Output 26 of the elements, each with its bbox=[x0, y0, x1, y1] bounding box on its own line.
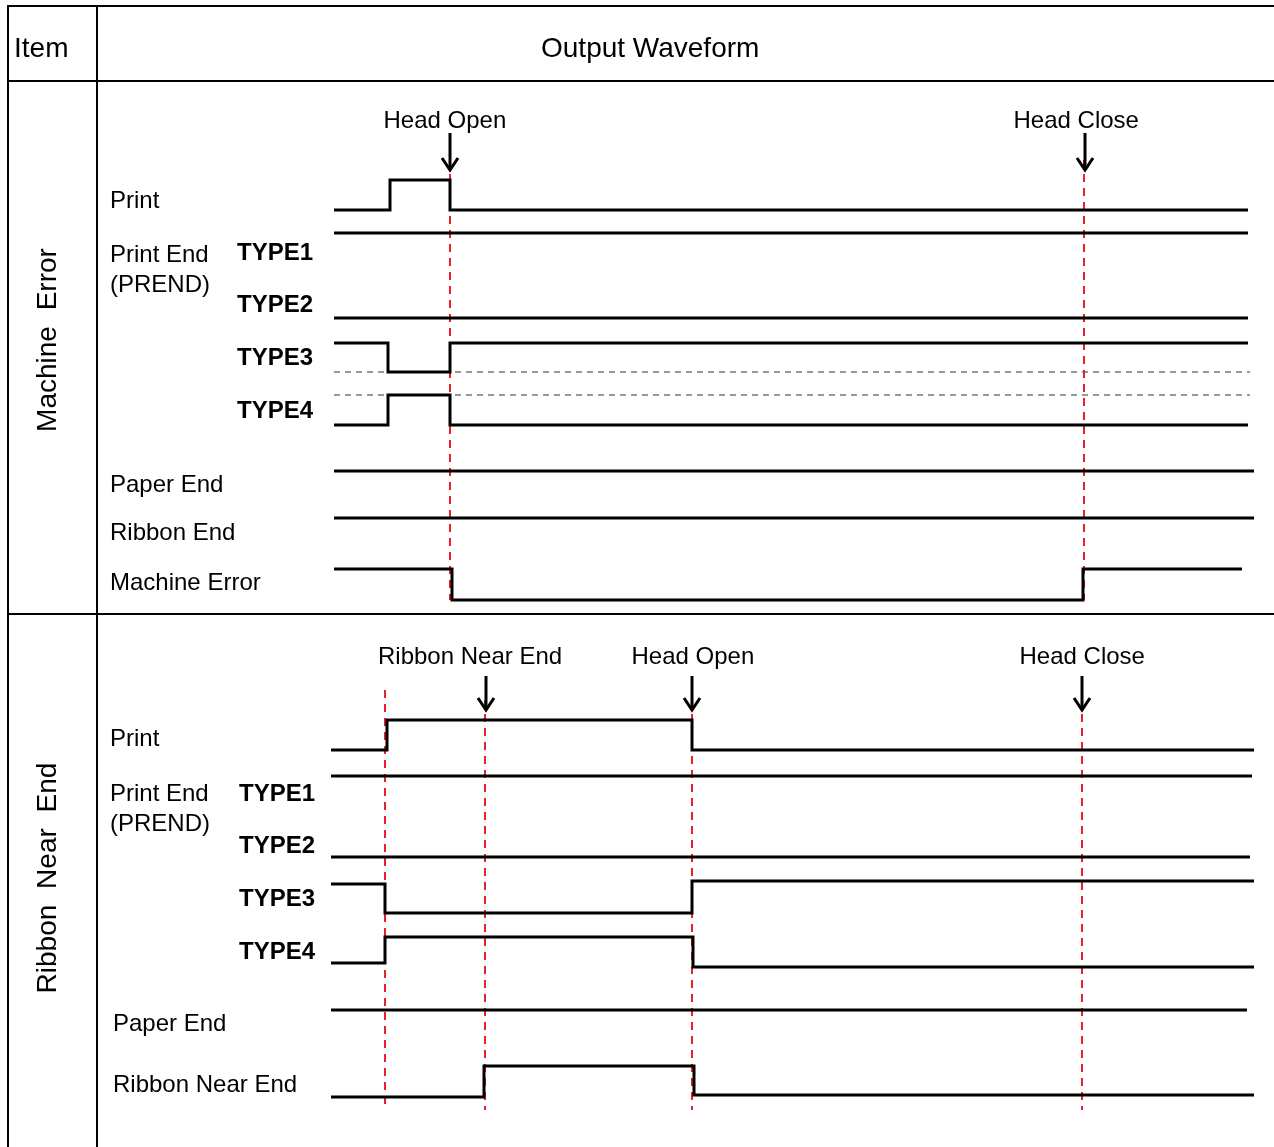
event-label: Ribbon Near End bbox=[378, 641, 563, 671]
signal-label: Print End (PREND) bbox=[110, 778, 211, 838]
event-label: Head Open bbox=[383, 105, 507, 135]
type-label: TYPE2 bbox=[239, 830, 316, 860]
type-label: TYPE3 bbox=[239, 883, 316, 913]
signal-label: Paper End bbox=[113, 1008, 227, 1038]
column-header: Item bbox=[14, 31, 69, 65]
type-label: TYPE2 bbox=[237, 289, 314, 319]
signal-label: Ribbon Near End bbox=[113, 1069, 298, 1099]
event-label: Head Close bbox=[1013, 105, 1139, 135]
type-label: TYPE1 bbox=[239, 778, 316, 808]
signal-label: Machine Error bbox=[110, 567, 261, 597]
event-label: Head Close bbox=[1019, 641, 1145, 671]
signal-label: Print bbox=[110, 723, 160, 753]
type-label: TYPE3 bbox=[237, 342, 314, 372]
column-header: Output Waveform bbox=[541, 31, 760, 65]
event-label: Head Open bbox=[631, 641, 755, 671]
type-label: TYPE4 bbox=[237, 395, 314, 425]
type-label: TYPE4 bbox=[239, 936, 316, 966]
signal-label: Paper End bbox=[110, 469, 224, 499]
row-header: Ribbon Near End bbox=[29, 762, 63, 994]
signal-label: Print End (PREND) bbox=[110, 239, 211, 299]
row-header: Machine Error bbox=[29, 248, 63, 432]
type-label: TYPE1 bbox=[237, 237, 314, 267]
signal-label: Ribbon End bbox=[110, 517, 236, 547]
signal-label: Print bbox=[110, 185, 160, 215]
